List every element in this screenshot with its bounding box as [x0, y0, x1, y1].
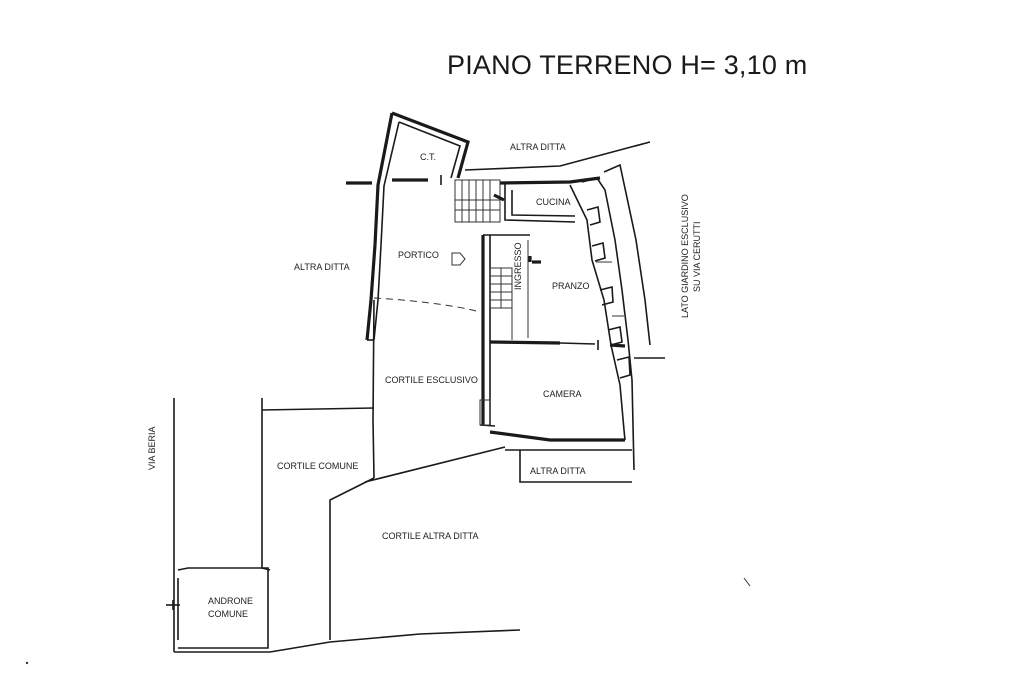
label-cucina: CUCINA	[536, 197, 571, 207]
label-portico: PORTICO	[398, 250, 439, 260]
building-walls	[166, 111, 665, 653]
label-comune: COMUNE	[208, 609, 248, 619]
label-altra-ditta-bottom: ALTRA DITTA	[530, 466, 586, 476]
label-altra-ditta-top: ALTRA DITTA	[510, 142, 566, 152]
plan-title: PIANO TERRENO H= 3,10 m	[447, 50, 807, 80]
label-ct: C.T.	[420, 152, 436, 162]
label-pranzo: PRANZO	[552, 281, 590, 291]
label-camera: CAMERA	[543, 389, 582, 399]
dot-mark	[25, 661, 29, 665]
label-androne: ANDRONE	[208, 596, 253, 606]
label-ingresso: INGRESSO	[513, 242, 523, 290]
label-altra-ditta-left: ALTRA DITTA	[294, 262, 350, 272]
stray-mark	[743, 577, 751, 587]
label-cortile-esclusivo: CORTILE ESCLUSIVO	[385, 375, 478, 385]
entrance-arrow-icon	[451, 252, 466, 266]
label-cortile-altra-ditta: CORTILE ALTRA DITTA	[382, 531, 479, 541]
label-lato-giardino-1: LATO GIARDINO ESCLUSIVO	[680, 194, 690, 318]
label-via-beria: VIA BERIA	[147, 426, 157, 470]
label-lato-giardino-2: SU VIA CERUTTI	[692, 221, 702, 292]
label-cortile-comune: CORTILE COMUNE	[277, 461, 358, 471]
